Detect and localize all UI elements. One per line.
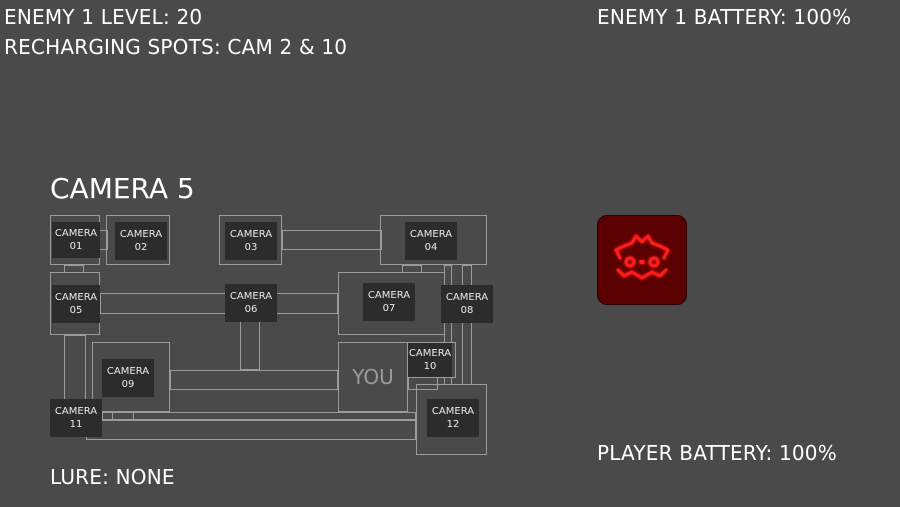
camera-number: 01 xyxy=(69,241,83,252)
camera-label: CAMERA xyxy=(54,292,98,303)
camera-label: CAMERA xyxy=(445,292,489,303)
enemy-level-text: ENEMY 1 LEVEL: 20 xyxy=(4,5,203,29)
enemy-portrait xyxy=(597,215,687,305)
recharging-spots-text: RECHARGING SPOTS: CAM 2 & 10 xyxy=(4,35,348,59)
camera-number: 02 xyxy=(134,242,148,253)
camera-label: CAMERA xyxy=(408,348,452,359)
robot-face-icon xyxy=(614,234,670,280)
camera-number: 06 xyxy=(244,304,258,315)
camera-06-button[interactable]: CAMERA 06 xyxy=(225,284,277,322)
hallway xyxy=(86,420,416,440)
camera-label: CAMERA xyxy=(229,229,273,240)
camera-08-button[interactable]: CAMERA 08 xyxy=(441,285,493,323)
room-04 xyxy=(380,215,487,265)
current-camera-title: CAMERA 5 xyxy=(50,172,195,205)
camera-label: CAMERA xyxy=(367,290,411,301)
lure-status-text: LURE: NONE xyxy=(50,465,175,489)
player-office: YOU xyxy=(338,342,408,412)
camera-11-button[interactable]: CAMERA 11 xyxy=(50,399,102,437)
camera-label: CAMERA xyxy=(54,228,98,239)
camera-12-button[interactable]: CAMERA 12 xyxy=(427,399,479,437)
camera-07-button[interactable]: CAMERA 07 xyxy=(363,283,415,321)
camera-number: 11 xyxy=(69,419,83,430)
room-12 xyxy=(416,384,487,455)
hallway xyxy=(462,265,472,385)
camera-03-button[interactable]: CAMERA 03 xyxy=(225,222,277,260)
camera-label: CAMERA xyxy=(409,229,453,240)
hallway xyxy=(64,335,86,405)
camera-number: 04 xyxy=(424,242,438,253)
camera-05-button[interactable]: CAMERA 05 xyxy=(52,285,100,323)
camera-number: 03 xyxy=(244,242,258,253)
room-02 xyxy=(106,215,170,265)
room-03 xyxy=(219,215,282,265)
camera-label: CAMERA xyxy=(431,406,475,417)
hallway xyxy=(112,412,134,420)
camera-number: 05 xyxy=(69,305,83,316)
camera-02-button[interactable]: CAMERA 02 xyxy=(115,222,167,260)
hallway xyxy=(170,370,338,390)
camera-label: CAMERA xyxy=(119,229,163,240)
player-battery-text: PLAYER BATTERY: 100% xyxy=(597,441,837,465)
camera-label: CAMERA xyxy=(106,366,150,377)
hallway xyxy=(282,230,382,250)
camera-10-button[interactable]: CAMERA 10 xyxy=(408,343,452,377)
camera-number: 07 xyxy=(382,303,396,314)
hallway xyxy=(100,293,338,314)
camera-number: 09 xyxy=(121,379,135,390)
camera-01-button[interactable]: CAMERA 01 xyxy=(52,222,100,258)
room-09 xyxy=(92,342,170,412)
hallway xyxy=(102,412,416,420)
camera-label: CAMERA xyxy=(229,291,273,302)
camera-number: 10 xyxy=(423,361,437,372)
camera-09-button[interactable]: CAMERA 09 xyxy=(102,359,154,397)
camera-label: CAMERA xyxy=(54,406,98,417)
camera-number: 12 xyxy=(446,419,460,430)
camera-number: 08 xyxy=(460,305,474,316)
enemy-battery-text: ENEMY 1 BATTERY: 100% xyxy=(597,5,852,29)
camera-04-button[interactable]: CAMERA 04 xyxy=(405,222,457,260)
hallway xyxy=(240,320,260,370)
